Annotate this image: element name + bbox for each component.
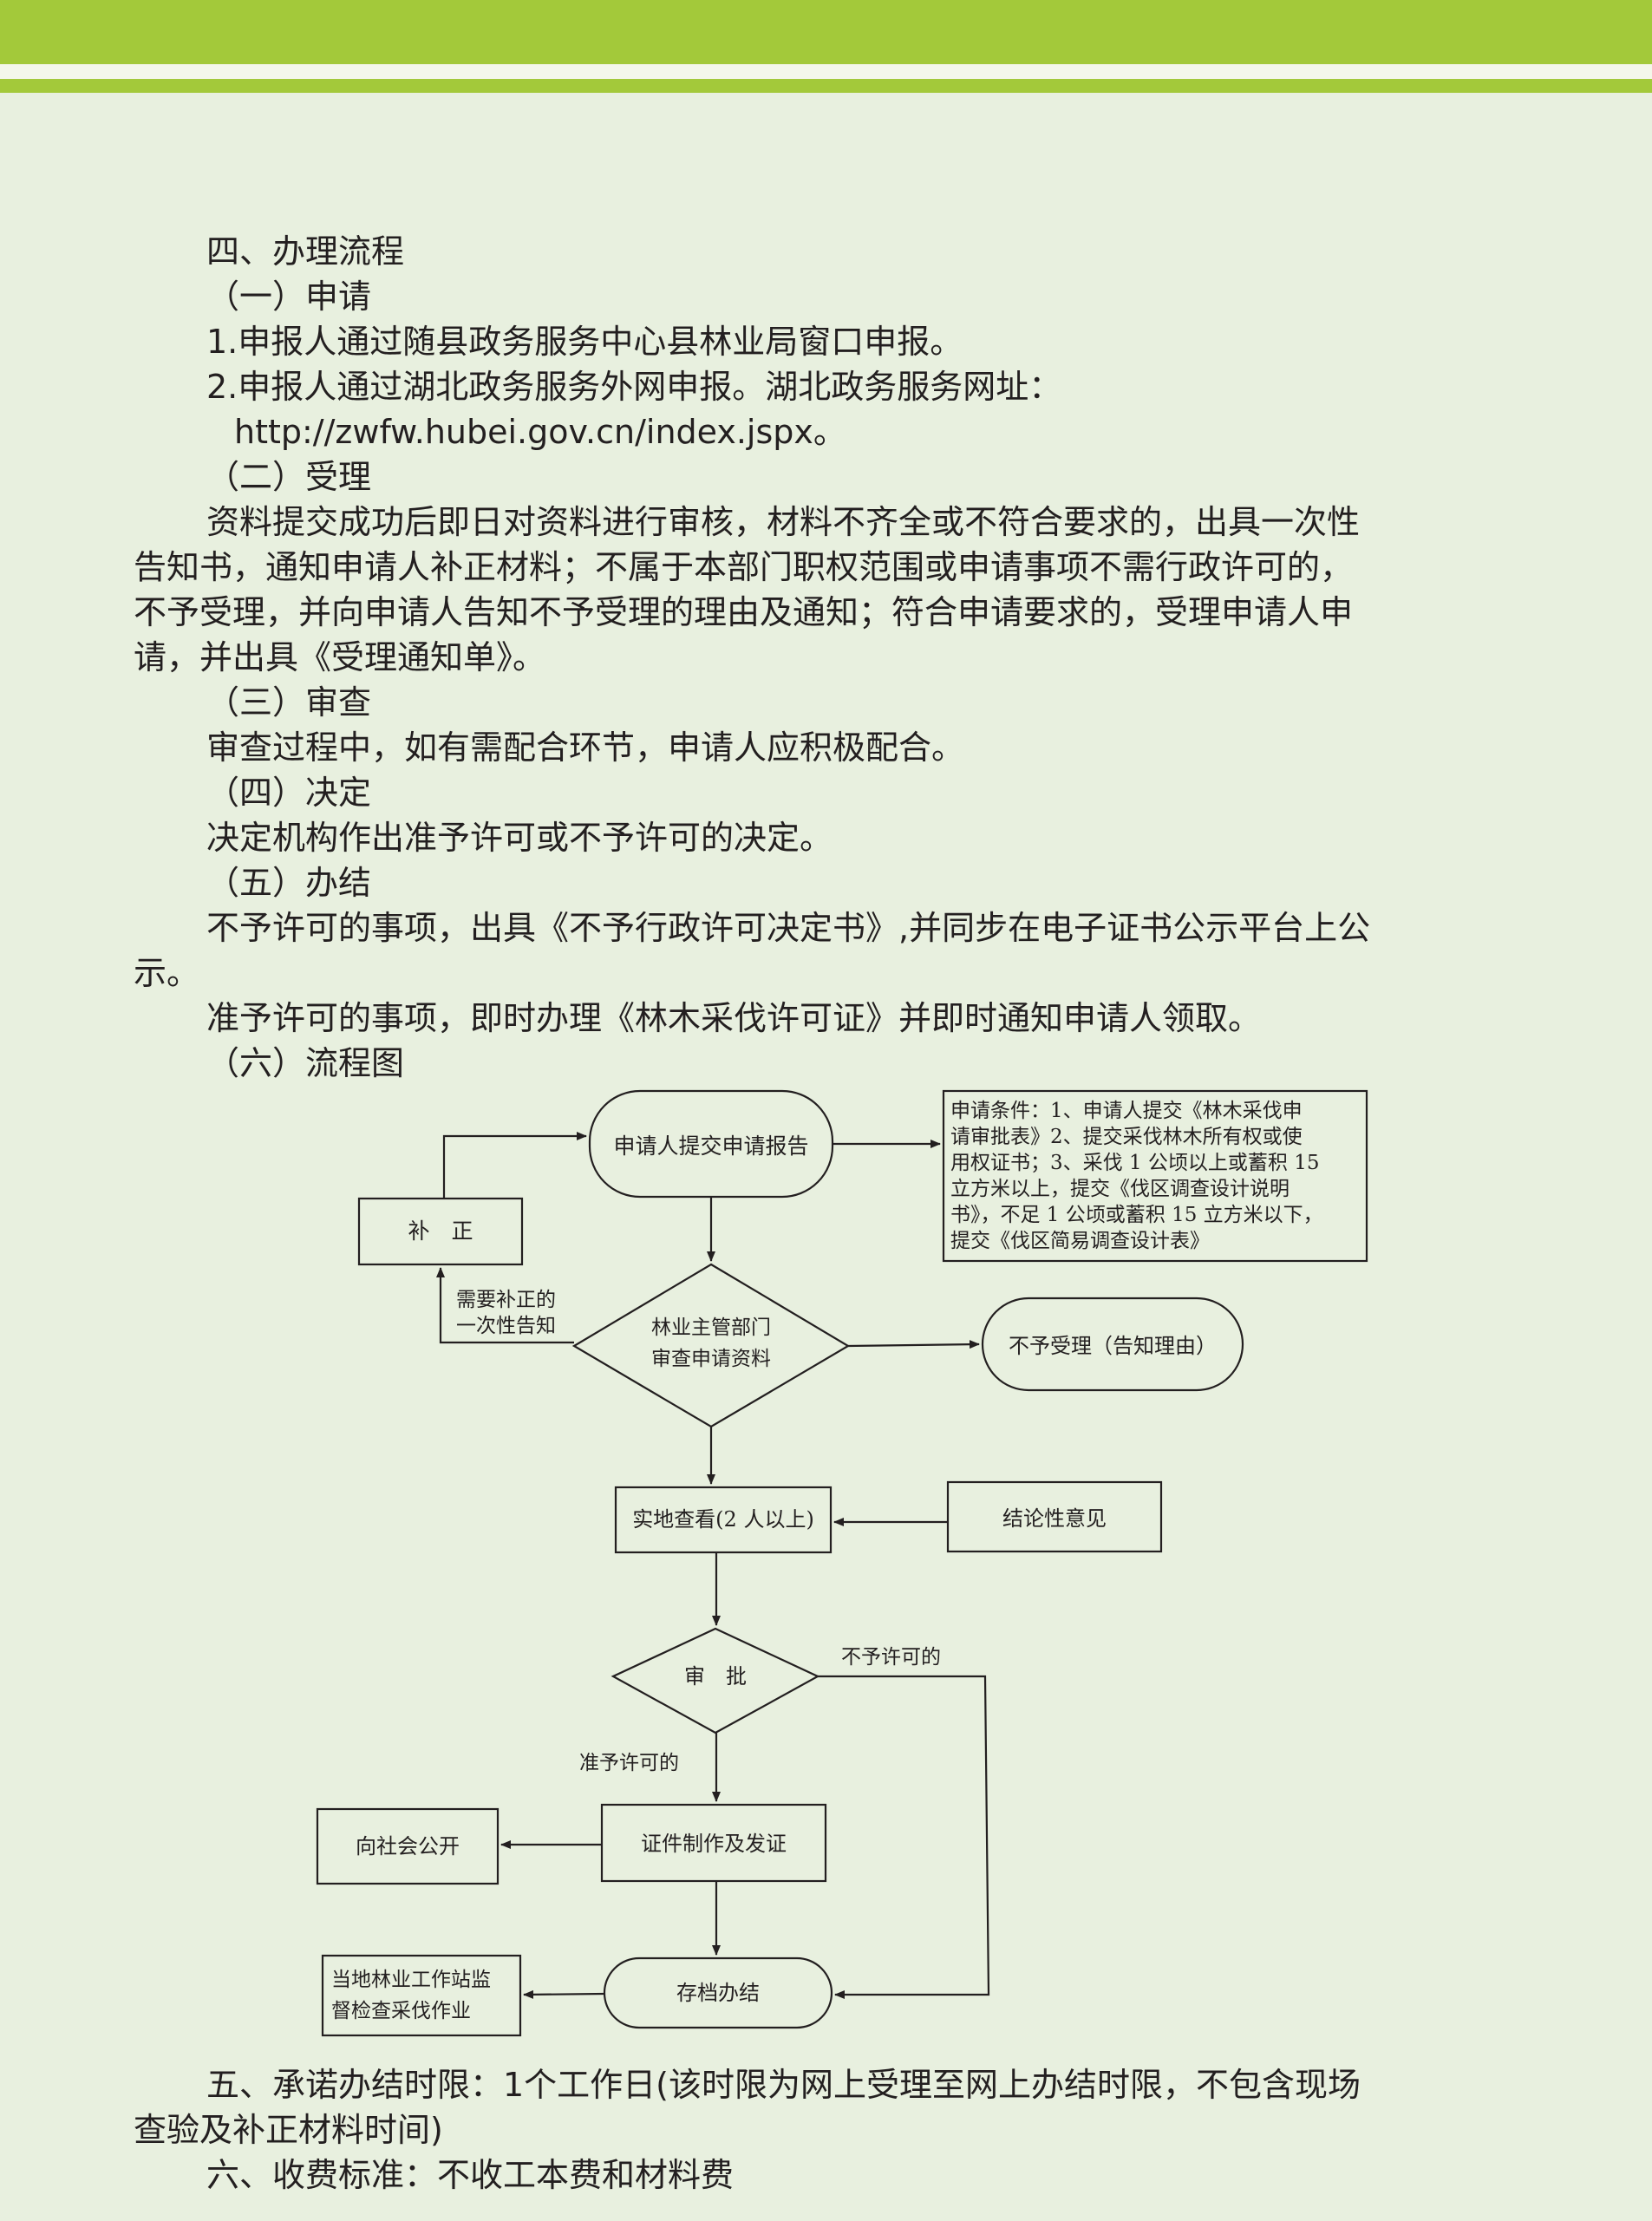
conclusion-node xyxy=(946,1480,1163,1553)
review-decision-node xyxy=(571,1263,851,1428)
apply-item-2: 2.申报人通过湖北政务服务外网申报。湖北政务服务网址： xyxy=(206,368,1062,406)
supplement-label: 补 正 xyxy=(408,1218,473,1244)
supplement-note: 一次性告知 xyxy=(456,1315,556,1337)
section4-heading: 四、办理流程 xyxy=(206,232,405,271)
apply-item-1: 1.申报人通过随县政务服务中心县林业局窗口申报。 xyxy=(206,323,963,361)
reject-node xyxy=(981,1297,1244,1392)
section5-line: 查验及补正材料时间) xyxy=(134,2111,443,2149)
supplement-note: 需要补正的 xyxy=(456,1289,556,1311)
accept-line: 请，并出具《受理通知单》。 xyxy=(134,638,546,676)
review-heading: （三）审查 xyxy=(206,683,372,722)
inspect-node xyxy=(614,1486,833,1554)
deny-edge-label: 不予许可的 xyxy=(841,1646,941,1669)
flowchart-heading: （六）流程图 xyxy=(206,1044,405,1082)
close-heading: （五）办结 xyxy=(206,864,372,902)
certify-label: 证件制作及发证 xyxy=(641,1832,787,1856)
decision-text: 决定机构作出准予许可或不予许可的决定。 xyxy=(206,819,833,857)
conditions-line: 请审批表》2、提交采伐林木所有权或使 xyxy=(950,1126,1303,1148)
publicize-label: 向社会公开 xyxy=(356,1834,460,1858)
grant-edge-label: 准予许可的 xyxy=(579,1752,679,1774)
archive-node xyxy=(603,1956,833,2029)
supervise-label: 当地林业工作站监 xyxy=(331,1969,491,1991)
section6-text: 六、收费标准：不收工本费和材料费 xyxy=(206,2156,735,2194)
supervise-node xyxy=(321,1954,522,2037)
arrow-supplement-to-submit xyxy=(442,1132,587,1199)
supervise-label: 督检查采伐作业 xyxy=(331,2000,471,2022)
review-label: 审查申请资料 xyxy=(651,1348,771,1370)
arrow-review-to-supplement xyxy=(436,1267,574,1344)
reject-label: 不予受理（告知理由） xyxy=(1009,1334,1217,1358)
certify-node xyxy=(600,1803,827,1883)
apply-heading: （一）申请 xyxy=(206,278,372,316)
accept-line: 资料提交成功后即日对资料进行审核，材料不齐全或不符合要求的，出具一次性 xyxy=(206,503,1361,541)
review-text: 审查过程中，如有需配合环节，申请人应积极配合。 xyxy=(206,728,965,767)
approve-label: 审 批 xyxy=(684,1664,747,1689)
top-green-band xyxy=(0,0,1652,64)
close-line: 准予许可的事项，即时办理《林木采伐许可证》并即时通知申请人领取。 xyxy=(206,999,1262,1037)
top-light-band xyxy=(0,64,1652,79)
section5-line: 五、承诺办结时限：1个工作日(该时限为网上受理至网上办结时限，不包含现场 xyxy=(206,2066,1361,2104)
conditions-line: 申请条件：1、申请人提交《林木采伐申 xyxy=(950,1100,1303,1122)
accept-heading: （二）受理 xyxy=(206,458,372,496)
conditions-line: 提交《伐区简易调查设计表》 xyxy=(950,1230,1210,1252)
arrow-to-supervise xyxy=(523,1989,605,1999)
inspect-label: 实地查看(2 人以上) xyxy=(632,1507,814,1532)
accept-line: 不予受理，并向申请人告知不予受理的理由及通知；符合申请要求的，受理申请人申 xyxy=(134,593,1354,631)
close-line: 不予许可的事项，出具《不予行政许可决定书》,并同步在电子证书公示平台上公 xyxy=(206,909,1371,947)
apply-url-link[interactable]: http://zwfw.hubei.gov.cn/index.jspx。 xyxy=(234,413,846,451)
close-line: 示。 xyxy=(134,954,200,992)
submit-label: 申请人提交申请报告 xyxy=(613,1133,808,1159)
supplement-node xyxy=(357,1197,524,1266)
conditions-line: 立方米以上，提交《伐区调查设计说明 xyxy=(950,1178,1290,1200)
publicize-node xyxy=(316,1807,500,1885)
decision-heading: （四）决定 xyxy=(206,774,372,812)
conditions-node xyxy=(942,1089,1368,1263)
conditions-line: 用权证书；3、采伐 1 公顷以上或蓄积 15 xyxy=(950,1152,1319,1174)
arrow-to-reject xyxy=(847,1340,980,1349)
conditions-line: 书》，不足 1 公顷或蓄积 15 立方米以下， xyxy=(950,1204,1323,1226)
top-thin-green-band xyxy=(0,79,1652,93)
arrow-deny-to-archive xyxy=(818,1675,990,1999)
accept-line: 告知书，通知申请人补正材料；不属于本部门职权范围或申请事项不需行政许可的， xyxy=(134,548,1354,586)
review-label: 林业主管部门 xyxy=(651,1316,771,1339)
conclusion-label: 结论性意见 xyxy=(1002,1506,1107,1531)
archive-label: 存档办结 xyxy=(676,1981,760,2005)
